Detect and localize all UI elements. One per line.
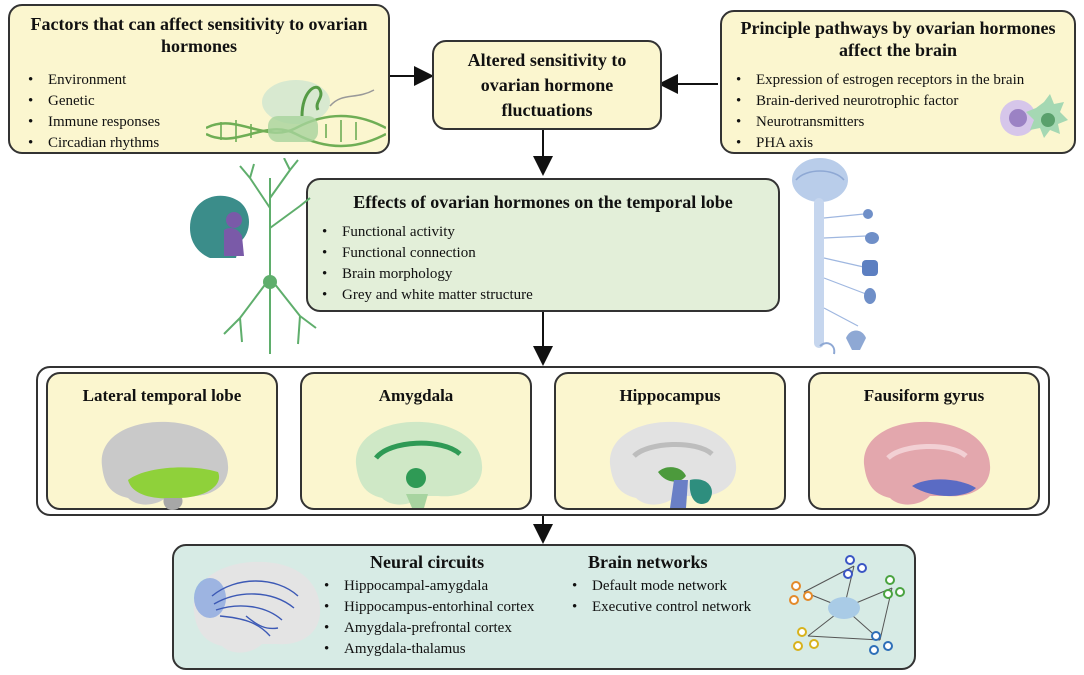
circuits-list: Hippocampal-amygdala Hippocampus-entorhi… bbox=[322, 576, 534, 660]
region-label: Hippocampus bbox=[619, 386, 721, 405]
networks-title: Brain networks bbox=[588, 552, 708, 572]
immune-cells-icon bbox=[1000, 94, 1068, 138]
list-item: PHA axis bbox=[734, 133, 1024, 154]
region-label: Lateral temporal lobe bbox=[82, 386, 242, 405]
pathways-title: Principle pathways by ovarian hormones a… bbox=[740, 18, 1056, 60]
factors-title: Factors that can affect sensitivity to o… bbox=[30, 14, 368, 56]
circuits-networks-box: Neural circuits Hippocampal-amygdala Hip… bbox=[172, 544, 916, 670]
list-item: Hippocampus-entorhinal cortex bbox=[322, 597, 534, 618]
circuits-title: Neural circuits bbox=[370, 552, 485, 572]
hippocampus-brain-icon bbox=[609, 421, 737, 508]
dna-strand-icon bbox=[206, 80, 386, 148]
effects-list: Functional activity Functional connectio… bbox=[320, 222, 533, 306]
nervous-system-illustration bbox=[792, 158, 879, 355]
networks-list: Default mode network Executive control n… bbox=[570, 576, 751, 618]
altered-title: Altered sensitivity to ovarian hormone f… bbox=[467, 50, 627, 120]
list-item: Brain-derived neurotrophic factor bbox=[734, 91, 1024, 112]
list-item: Grey and white matter structure bbox=[320, 285, 533, 306]
neuron-illustration bbox=[190, 158, 317, 354]
region-label: Fausiform gyrus bbox=[863, 386, 985, 405]
list-item: Environment bbox=[26, 70, 160, 91]
list-item: Default mode network bbox=[570, 576, 751, 597]
effects-title: Effects of ovarian hormones on the tempo… bbox=[353, 192, 733, 212]
region-fusiform-gyrus: Fausiform gyrus bbox=[808, 372, 1040, 510]
region-amygdala: Amygdala bbox=[300, 372, 532, 510]
list-item: Genetic bbox=[26, 91, 160, 112]
list-item: Hippocampal-amygdala bbox=[322, 576, 534, 597]
factors-box: Factors that can affect sensitivity to o… bbox=[8, 4, 390, 154]
factors-list: Environment Genetic Immune responses Cir… bbox=[26, 70, 160, 154]
effects-box: Effects of ovarian hormones on the tempo… bbox=[306, 178, 780, 312]
list-item: Expression of estrogen receptors in the … bbox=[734, 70, 1024, 91]
fusiform-brain-icon bbox=[863, 421, 991, 505]
list-item: Functional activity bbox=[320, 222, 533, 243]
list-item: Immune responses bbox=[26, 112, 160, 133]
region-label: Amygdala bbox=[378, 386, 454, 405]
amygdala-brain-icon bbox=[355, 421, 483, 508]
list-item: Executive control network bbox=[570, 597, 751, 618]
lateral-temporal-brain-icon bbox=[101, 421, 229, 510]
pathways-box: Principle pathways by ovarian hormones a… bbox=[720, 10, 1076, 154]
list-item: Amygdala-prefrontal cortex bbox=[322, 618, 534, 639]
altered-sensitivity-box: Altered sensitivity to ovarian hormone f… bbox=[432, 40, 662, 130]
list-item: Circadian rhythms bbox=[26, 133, 160, 154]
region-lateral-temporal-lobe: Lateral temporal lobe bbox=[46, 372, 278, 510]
brain-circuit-icon bbox=[193, 561, 321, 653]
list-item: Brain morphology bbox=[320, 264, 533, 285]
network-graph-icon bbox=[789, 555, 905, 655]
pathways-list: Expression of estrogen receptors in the … bbox=[734, 70, 1024, 154]
list-item: Amygdala-thalamus bbox=[322, 639, 534, 660]
list-item: Neurotransmitters bbox=[734, 112, 1024, 133]
region-hippocampus: Hippocampus bbox=[554, 372, 786, 510]
list-item: Functional connection bbox=[320, 243, 533, 264]
